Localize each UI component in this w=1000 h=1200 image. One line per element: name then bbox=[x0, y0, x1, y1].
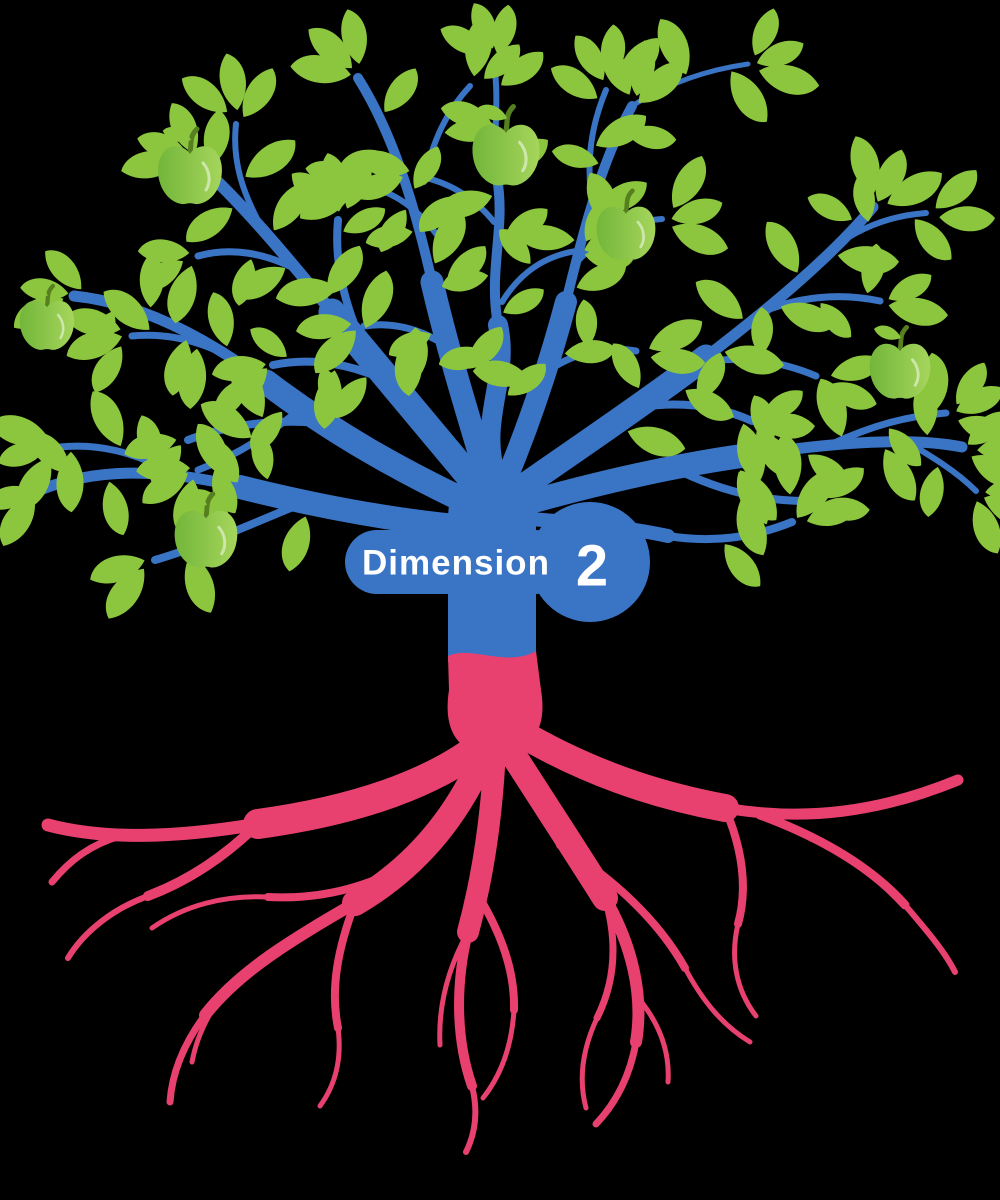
branch-twig bbox=[360, 321, 459, 356]
root-path bbox=[902, 902, 958, 975]
root-path bbox=[463, 1083, 479, 1155]
apple-stem bbox=[187, 126, 200, 155]
roots bbox=[41, 651, 964, 1155]
apple-stem bbox=[623, 188, 635, 215]
root-path bbox=[437, 929, 471, 1048]
root-path bbox=[599, 892, 645, 1048]
apple-highlight bbox=[56, 313, 65, 340]
apple-icon bbox=[596, 188, 656, 260]
apple-highlight bbox=[636, 220, 645, 249]
root-path bbox=[149, 894, 271, 931]
root-path bbox=[48, 832, 124, 886]
root-path bbox=[41, 817, 265, 842]
apple-body bbox=[19, 300, 75, 350]
apple-icon bbox=[869, 319, 931, 399]
badge-label: Dimension bbox=[362, 544, 550, 583]
root-path bbox=[556, 841, 689, 972]
branch-path bbox=[489, 173, 505, 330]
root-path bbox=[454, 927, 477, 1091]
apple-body bbox=[174, 510, 238, 568]
root-path bbox=[65, 893, 151, 961]
root-path bbox=[457, 737, 506, 943]
root-path bbox=[492, 729, 618, 911]
apple-highlight bbox=[201, 161, 211, 192]
root-path bbox=[480, 1007, 517, 1101]
root-path bbox=[719, 774, 964, 820]
root-path bbox=[166, 1011, 209, 1106]
root-path bbox=[474, 891, 519, 1014]
branch-path bbox=[495, 291, 577, 491]
root-path bbox=[755, 810, 910, 910]
branch-path bbox=[664, 518, 796, 544]
apple-highlight bbox=[910, 358, 920, 387]
apple-stem bbox=[44, 283, 56, 308]
root-path bbox=[721, 804, 747, 928]
branch-twig bbox=[758, 293, 884, 316]
root-path bbox=[143, 819, 263, 901]
root-path bbox=[243, 725, 503, 839]
apple-body bbox=[869, 343, 931, 399]
root-path bbox=[593, 894, 617, 1022]
apple-body bbox=[158, 146, 222, 205]
branch-path bbox=[504, 442, 768, 518]
root-path bbox=[579, 1015, 600, 1111]
root-path bbox=[189, 972, 243, 1065]
root-path bbox=[498, 714, 739, 822]
badge-number: 2 bbox=[576, 534, 608, 599]
apple-stem bbox=[897, 324, 910, 352]
apple-icon bbox=[19, 279, 75, 350]
badge-pill bbox=[345, 530, 567, 594]
dimension-badge: Dimension 2 bbox=[345, 502, 650, 622]
root-path bbox=[732, 921, 759, 1019]
apple-stem bbox=[203, 491, 216, 519]
branch-twig bbox=[194, 248, 307, 277]
apple-highlight bbox=[217, 525, 227, 556]
root-path bbox=[264, 846, 434, 902]
branch-path bbox=[228, 475, 490, 540]
apples bbox=[19, 98, 931, 568]
root-path bbox=[330, 899, 359, 1032]
branch-path bbox=[420, 270, 500, 494]
root-path bbox=[682, 965, 753, 1045]
branch-path bbox=[253, 369, 493, 521]
branch-path bbox=[499, 344, 719, 507]
branch-twig bbox=[819, 210, 929, 260]
apple-icon bbox=[158, 121, 222, 205]
apple-icon bbox=[174, 486, 238, 568]
apple-body bbox=[596, 206, 656, 260]
root-path bbox=[637, 997, 671, 1085]
branch-twig bbox=[499, 248, 579, 305]
apple-highlight bbox=[518, 140, 528, 173]
root-path bbox=[342, 732, 501, 916]
apple-body bbox=[472, 124, 540, 186]
apple-icon bbox=[472, 98, 540, 186]
root-path bbox=[317, 1025, 342, 1109]
apple-stem bbox=[503, 104, 516, 134]
badge-blob bbox=[530, 502, 650, 622]
branch-twig bbox=[232, 121, 265, 231]
root-path bbox=[592, 1038, 640, 1128]
branch-path bbox=[700, 201, 879, 363]
